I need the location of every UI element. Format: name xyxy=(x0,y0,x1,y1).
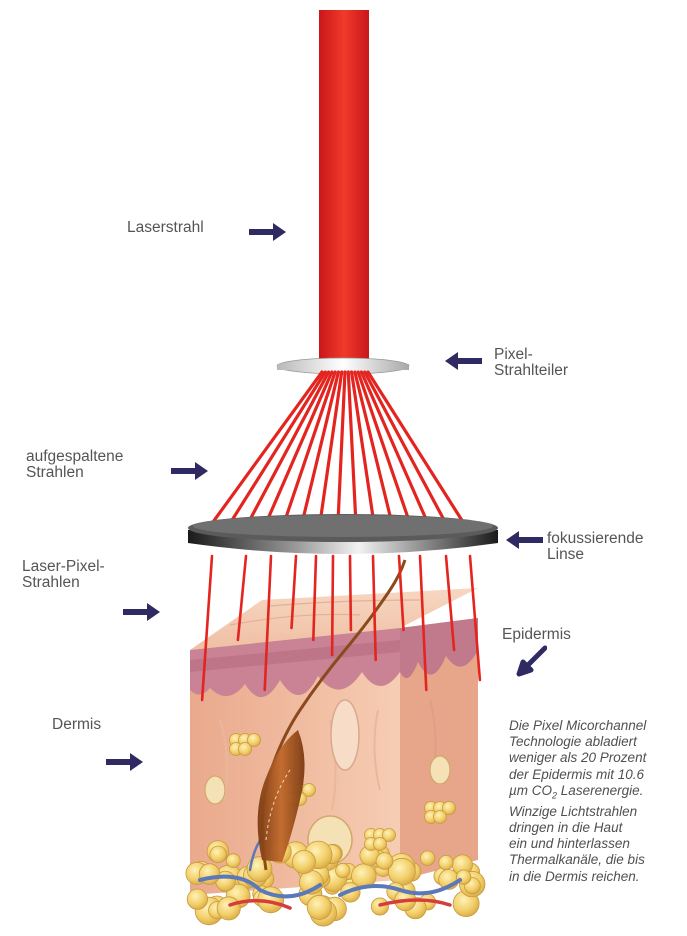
label-epidermis: Epidermis xyxy=(502,627,571,643)
laser-beam xyxy=(319,10,369,362)
label-dermis: Dermis xyxy=(52,717,101,733)
fat-cell xyxy=(374,838,387,851)
label-laserstrahl: Laserstrahl xyxy=(127,220,204,236)
arrow-left-icon xyxy=(444,351,482,371)
arrow-right-icon xyxy=(249,222,287,242)
split-beam xyxy=(249,372,329,522)
fat-cell xyxy=(226,854,240,868)
split-beam xyxy=(355,372,392,522)
label-pixel-strahlteiler: Pixel- Strahlteiler xyxy=(494,347,568,379)
fat-cell xyxy=(239,743,252,756)
fat-cell xyxy=(336,863,350,877)
split-beams xyxy=(213,372,463,522)
fat-cell xyxy=(217,897,240,920)
fat-cell xyxy=(292,850,315,873)
fat-cell xyxy=(210,846,227,863)
pixel-beam xyxy=(332,556,333,655)
arrow-down-left-icon xyxy=(513,644,547,678)
arrow-right-icon xyxy=(171,461,209,481)
pixel-beam xyxy=(350,556,351,630)
fat-cell xyxy=(376,853,393,870)
label-laser-pixel-strahlen: Laser-Pixel- Strahlen xyxy=(22,559,105,591)
split-beam xyxy=(365,372,445,522)
split-beam xyxy=(213,372,322,522)
fat-cell xyxy=(307,895,331,919)
label-fokussierende-linse: fokussierende Linse xyxy=(547,531,644,563)
arrow-right-icon xyxy=(123,602,161,622)
fat-cell xyxy=(434,811,447,824)
description-text: Die Pixel Micorchannel Technologie ablad… xyxy=(509,718,687,885)
arrow-left-icon xyxy=(505,530,543,550)
label-aufgespaltene-strahlen: aufgespaltene Strahlen xyxy=(26,449,123,481)
focusing-lens xyxy=(188,514,498,554)
arrow-right-icon xyxy=(106,752,144,772)
fat-cell xyxy=(439,855,453,869)
fat-cell xyxy=(187,889,207,909)
fat-cell xyxy=(420,851,435,866)
